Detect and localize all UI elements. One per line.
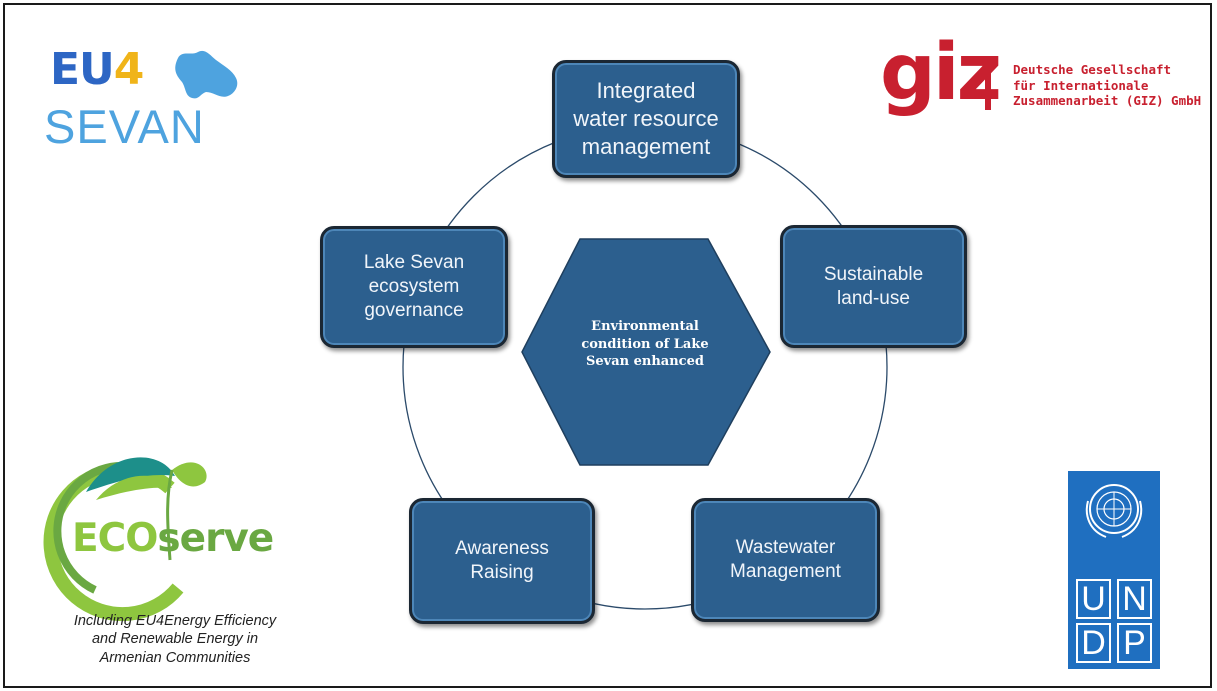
undp-letter-u: U [1076,579,1111,619]
node-wastewater-management: Wastewater Management [691,498,880,622]
ecoserve-serve: serve [157,516,274,561]
node-line: Raising [470,562,534,583]
giz-logo-text: Deutsche Gesellschaft für Internationale… [1013,62,1201,109]
center-line: Environmental [591,319,699,334]
eu4sevan-logo-top: EU4 [50,48,144,92]
node-line: land-use [837,287,910,309]
center-line: condition of Lake [581,336,709,352]
ecoserve-eco: ECO [72,516,158,561]
ecoserve-swirl-icon [43,457,207,622]
node-line: Integrated [596,77,696,103]
node-line: Management [730,561,841,582]
caption-line: and Renewable Energy in [91,631,259,648]
undp-letter-p: P [1117,623,1152,663]
node-line: Lake Sevan [363,252,465,274]
node-awareness-raising: Awareness Raising [409,498,595,624]
giz-logo-mark: giz [880,28,1002,118]
node-line: governance [364,299,464,321]
giz-bar-icon [985,58,991,110]
un-emblem-icon [1085,484,1143,538]
center-line: Sevan enhanced [586,354,704,370]
node-line: Sustainable [823,263,924,285]
giz-line: Deutsche Gesellschaft [1013,62,1172,77]
undp-logo: U N D P [1068,471,1160,669]
eu4sevan-eu: EU [50,44,115,95]
node-line: management [581,134,711,160]
node-sustainable-land-use: Sustainable land-use [780,225,967,348]
node-line: Awareness [455,538,549,560]
caption-line: Armenian Communities [99,649,251,666]
undp-letter-d: D [1076,623,1111,663]
node-line: ecosystem [368,276,460,298]
lake-sevan-icon [175,50,238,99]
ecoserve-logo-text: ECOserve [72,516,274,561]
giz-line: für Internationale [1013,77,1149,93]
caption-line: Including EU4Energy Efficiency [73,613,277,629]
node-integrated-water-resource-management: Integrated water resource management [552,60,740,178]
node-line: water resource [573,105,719,131]
node-lake-sevan-ecosystem-governance: Lake Sevan ecosystem governance [320,226,508,348]
giz-line: Zusammenarbeit (GIZ) GmbH [1013,93,1202,109]
eu4sevan-logo-bottom: SEVAN [44,100,205,153]
undp-letter-n: N [1117,579,1152,619]
ecoserve-caption: Including EU4Energy Efficiency and Renew… [40,612,310,667]
center-hexagon [521,238,771,466]
eu4sevan-four: 4 [113,44,145,95]
center-goal-label: Environmental condition of Lake Sevan en… [540,318,750,371]
node-line: Wastewater [735,537,836,559]
